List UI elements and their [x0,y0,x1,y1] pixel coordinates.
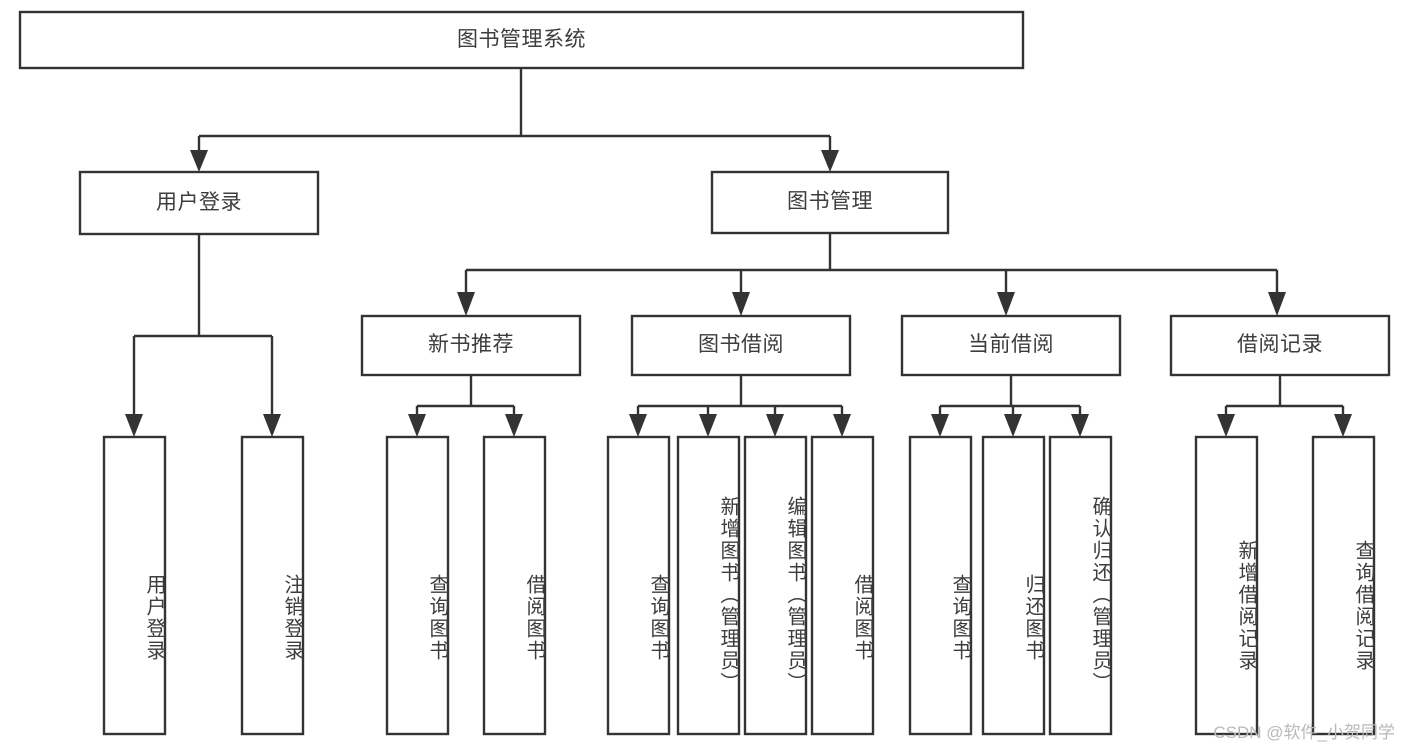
arrowhead-to-leaf-edit-book [766,414,784,437]
arrowhead-to-leaf-borrow-book [833,414,851,437]
connector-new-book-recommend-to-leaves [415,375,516,418]
arrowhead-to-leaf-add-borrow-record [1217,414,1235,437]
node-new-book-recommend[interactable] [360,314,582,377]
node-leaf-edit-book[interactable] [743,435,808,736]
node-user-login[interactable] [78,170,320,236]
arrowhead-to-leaf-user-logout [263,414,281,437]
arrowhead-to-book-management [821,150,839,172]
node-book-management[interactable] [710,170,950,235]
arrowhead-to-current-borrow [997,292,1015,316]
node-book-borrow[interactable] [630,314,852,377]
arrowhead-to-user-login [190,150,208,172]
node-leaf-query-book-current[interactable] [908,435,973,736]
connector-user-login-to-leaves [132,234,274,418]
node-leaf-add-borrow-record[interactable] [1194,435,1259,736]
arrowhead-to-leaf-query-book-rec [408,414,426,437]
node-borrow-record[interactable] [1169,314,1391,377]
arrowhead-to-leaf-confirm-return [1071,414,1089,437]
arrowhead-to-leaf-query-book-current [931,414,949,437]
arrowhead-to-leaf-return-book [1004,414,1022,437]
connector-borrow-record-to-leaves [1224,375,1345,418]
arrowhead-to-leaf-borrow-book-rec [505,414,523,437]
node-leaf-return-book[interactable] [981,435,1046,736]
arrowhead-to-leaf-query-book-borrow [629,414,647,437]
node-leaf-user-logout[interactable] [240,435,305,736]
node-leaf-add-book[interactable] [676,435,741,736]
node-leaf-borrow-book[interactable] [810,435,875,736]
arrowhead-to-leaf-add-book [699,414,717,437]
arrowhead-to-leaf-user-login [125,414,143,437]
arrowhead-to-book-borrow [732,292,750,316]
arrowhead-to-new-book-recommend [457,292,475,316]
node-leaf-query-book-rec[interactable] [385,435,450,736]
connector-root-to-level2 [197,68,832,152]
node-leaf-user-login[interactable] [102,435,167,736]
node-leaf-query-borrow-record[interactable] [1311,435,1376,736]
connector-book-borrow-to-leaves [636,375,844,418]
node-leaf-confirm-return[interactable] [1048,435,1113,736]
node-leaf-query-book-borrow[interactable] [606,435,671,736]
node-current-borrow[interactable] [900,314,1122,377]
node-root-system[interactable] [18,10,1025,70]
connector-current-borrow-to-leaves [938,375,1082,418]
arrowhead-to-borrow-record [1268,292,1286,316]
node-leaf-borrow-book-rec[interactable] [482,435,547,736]
arrowhead-to-leaf-query-borrow-record [1334,414,1352,437]
connector-book-management-to-level3 [464,233,1279,296]
